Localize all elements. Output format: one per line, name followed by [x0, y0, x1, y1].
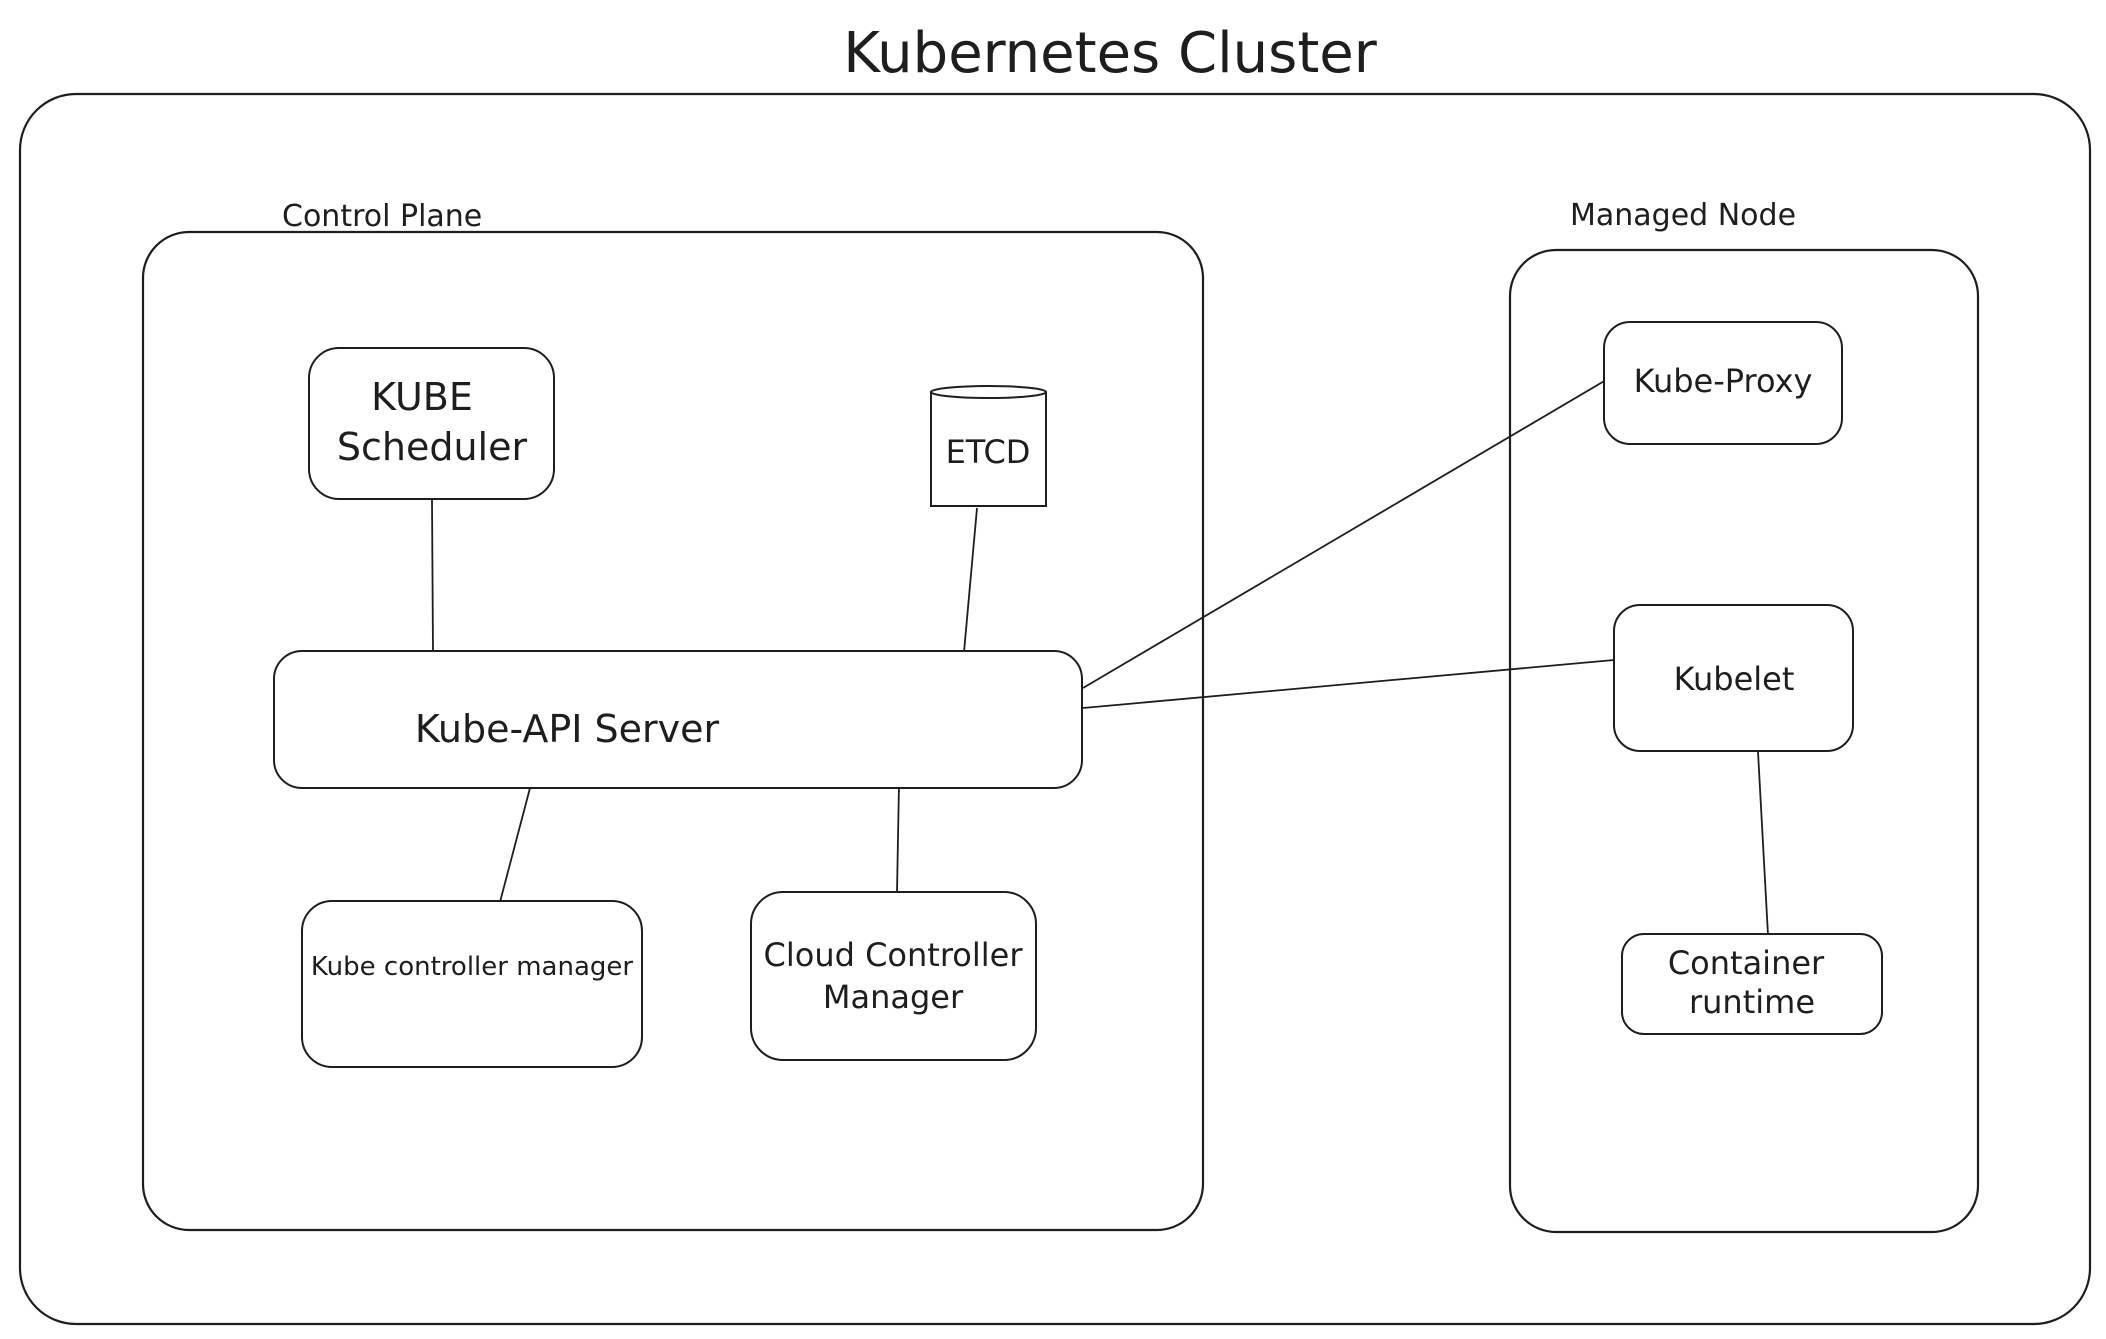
container-runtime-label-line2: runtime — [1689, 983, 1815, 1021]
cloud-controller-manager-label-line2: Manager — [823, 978, 964, 1016]
edge-api-kubelet — [1082, 659, 1615, 709]
kube-proxy-label: Kube-Proxy — [1634, 362, 1813, 400]
edge-scheduler-api — [431, 499, 434, 653]
container-runtime-box — [1621, 933, 1883, 1035]
etcd-node: ETCD — [930, 385, 1047, 507]
kube-api-server-node: Kube-API Server — [273, 650, 1083, 789]
cloud-controller-manager-box — [750, 891, 1037, 1061]
diagram-title: Kubernetes Cluster — [843, 21, 1378, 86]
kube-api-server-label: Kube-API Server — [415, 707, 720, 751]
managed-node-label: Managed Node — [1570, 198, 1796, 233]
kube-api-server-box — [273, 650, 1083, 789]
container-runtime-node: Container runtime — [1621, 933, 1883, 1035]
kube-scheduler-box — [308, 347, 555, 500]
kube-scheduler-label-line1: KUBE — [371, 375, 473, 419]
edge-etcd-api — [963, 507, 978, 653]
container-runtime-label-line1: Container — [1668, 944, 1825, 982]
control-plane-group — [141, 230, 1205, 1232]
kubelet-box — [1613, 604, 1854, 752]
kube-proxy-box — [1603, 321, 1843, 445]
kube-controller-manager-label: Kube controller manager — [311, 952, 633, 982]
kube-controller-manager-box — [301, 900, 643, 1068]
edge-api-cloud-controller — [896, 783, 900, 893]
edge-kubelet-container-runtime — [1757, 751, 1769, 936]
control-plane-label: Control Plane — [282, 199, 482, 234]
kube-scheduler-label-line2: Scheduler — [337, 425, 528, 469]
cloud-controller-manager-node: Cloud Controller Manager — [750, 891, 1037, 1061]
kubelet-label: Kubelet — [1674, 660, 1795, 698]
kube-scheduler-node: KUBE Scheduler — [308, 347, 555, 500]
cluster-frame — [18, 92, 2092, 1326]
etcd-label: ETCD — [946, 433, 1031, 471]
edge-api-controller-manager — [499, 787, 531, 903]
cloud-controller-manager-label-line1: Cloud Controller — [764, 936, 1024, 974]
kube-proxy-node: Kube-Proxy — [1603, 321, 1843, 445]
kubelet-node: Kubelet — [1613, 604, 1854, 752]
kube-controller-manager-node: Kube controller manager — [301, 900, 643, 1068]
edge-api-kube-proxy — [1082, 379, 1607, 689]
managed-node-group — [1508, 248, 1980, 1234]
etcd-cylinder-top — [930, 385, 1047, 399]
